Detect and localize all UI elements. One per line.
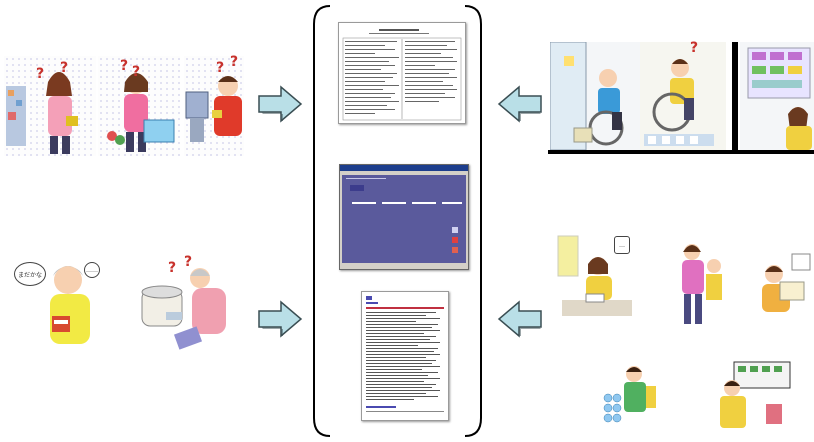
scene-woman-viewing-screen xyxy=(740,42,814,150)
web-page-document xyxy=(361,291,449,421)
scene-person-reading xyxy=(752,250,814,322)
scene-woman-walking xyxy=(668,232,728,332)
arrow-left-bottom xyxy=(497,300,542,338)
speech-bubble-ellipsis: …… xyxy=(84,262,100,278)
paper-form-document xyxy=(338,22,466,124)
right-top-baseline xyxy=(548,150,814,154)
arrow-right-top xyxy=(258,85,303,123)
arrow-left-top xyxy=(497,85,542,123)
paper-form-content xyxy=(342,29,462,121)
speech-bubble-waiting: まだかな xyxy=(14,262,46,286)
question-mark-7: ? xyxy=(168,260,177,276)
scene-man-at-atm xyxy=(600,358,660,428)
scene-elderly-woman-package xyxy=(10,250,110,350)
scene-woman-shopping-basket xyxy=(98,56,180,156)
question-mark-8: ? xyxy=(184,254,193,270)
question-mark-1: ? xyxy=(36,66,45,82)
scene-man-at-ticket-machine xyxy=(712,344,792,430)
question-mark-4: ? xyxy=(132,64,141,80)
center-panel-frame xyxy=(313,5,482,437)
software-window-screenshot xyxy=(339,164,469,270)
question-mark-2: ? xyxy=(60,60,69,76)
arrow-right-bottom xyxy=(258,300,303,338)
speech-bubble-small: … xyxy=(614,236,630,254)
software-window-content xyxy=(340,165,468,269)
scene-man-with-product xyxy=(184,56,244,156)
scene-shopper-confused xyxy=(4,56,96,156)
scene-woman-at-desk xyxy=(556,232,636,322)
right-top-divider xyxy=(732,42,738,154)
question-mark-3: ? xyxy=(120,58,129,74)
scene-elderly-woman-rice-cooker xyxy=(136,252,236,352)
scene-wheelchair-crosswalk xyxy=(640,42,726,150)
web-page-content xyxy=(366,296,444,412)
question-mark-9: ? xyxy=(690,40,699,56)
question-mark-6: ? xyxy=(230,54,239,70)
scene-wheelchair-glass-door xyxy=(549,41,640,151)
question-mark-5: ? xyxy=(216,60,225,76)
